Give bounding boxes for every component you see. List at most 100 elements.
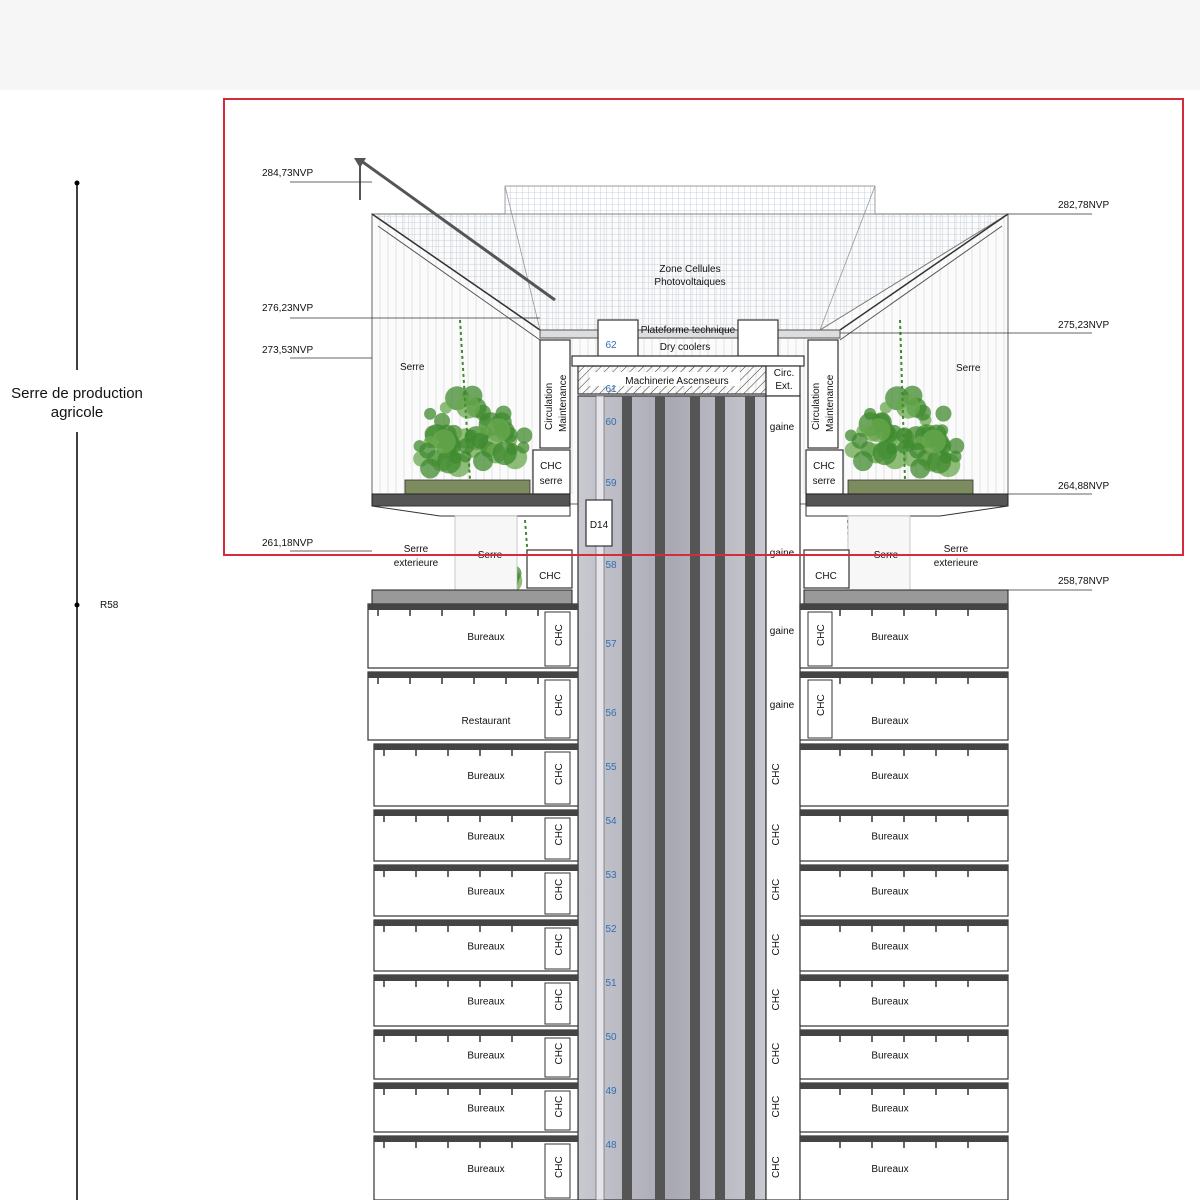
side-label-line2: agricole <box>51 404 104 421</box>
floor-53: CHC CHC Bureaux Bureaux <box>373 864 1009 917</box>
room-left-54: Bureaux <box>467 832 504 843</box>
pv-zone-label-1: Zone Cellules <box>659 264 720 275</box>
chc-left-53: CHC <box>554 879 565 901</box>
core-level-55: 55 <box>605 762 617 773</box>
maintenance-left: Maintenance <box>558 374 569 432</box>
room-left-52: Bureaux <box>467 942 504 953</box>
chc-right-48: CHC <box>771 1156 782 1178</box>
chc-right-52: CHC <box>771 934 782 956</box>
chc-left-52: CHC <box>554 934 565 956</box>
chc-right-54: CHC <box>771 824 782 846</box>
chc-right-56: CHC <box>816 694 827 716</box>
core-level-54: 54 <box>605 816 617 827</box>
room-left-50: Bureaux <box>467 1051 504 1062</box>
chc-right-55: CHC <box>771 763 782 785</box>
plateforme-label: Plateforme technique <box>641 325 736 336</box>
circulation-right: Circulation <box>811 383 822 430</box>
room-left-53: Bureaux <box>467 887 504 898</box>
chc-left-54: CHC <box>554 824 565 846</box>
plant-clump <box>464 412 533 472</box>
room-right-50: Bureaux <box>871 1051 908 1062</box>
vine <box>899 319 906 481</box>
core-level-62: 62 <box>605 340 617 351</box>
elevation-275: 275,23NVP <box>1058 320 1109 331</box>
room-right-49: Bureaux <box>871 1104 908 1115</box>
core-level-56: 56 <box>605 708 617 719</box>
serre-ext-right-2: exterieure <box>934 558 979 569</box>
room-right-57: Bureaux <box>871 632 908 643</box>
floor-48: CHC CHC Bureaux Bureaux <box>373 1135 1009 1200</box>
r58-label: R58 <box>100 600 119 611</box>
room-left-48: Bureaux <box>467 1164 504 1175</box>
side-label-line1: Serre de production <box>11 385 143 402</box>
floor-51: CHC CHC Bureaux Bureaux <box>373 974 1009 1027</box>
chc-left-57: CHC <box>554 624 565 646</box>
serre-ext-right-1: Serre <box>944 544 969 555</box>
plant-clump <box>903 424 965 479</box>
serre-left-label: Serre <box>400 362 425 373</box>
chc-right-51: CHC <box>771 989 782 1011</box>
serre-ext-left-1: Serre <box>404 544 429 555</box>
core-level-57: 57 <box>605 639 617 650</box>
chc-left-50: CHC <box>554 1043 565 1065</box>
elevation-markers <box>290 181 1092 591</box>
room-right-55: Bureaux <box>871 771 908 782</box>
dry-coolers-label: Dry coolers <box>660 342 711 353</box>
highlight-frame <box>223 98 1184 556</box>
chc-left-55: CHC <box>554 763 565 785</box>
room-right-56: Bureaux <box>871 716 908 727</box>
chc-right-57: CHC <box>816 624 827 646</box>
paper-edge <box>0 0 1200 90</box>
chc-left-48: CHC <box>554 1156 565 1178</box>
elevation-282: 282,78NVP <box>1058 200 1109 211</box>
room-right-54: Bureaux <box>871 832 908 843</box>
tower-core <box>577 395 801 1200</box>
elevation-276: 276,23NVP <box>262 303 313 314</box>
elevation-264: 264,88NVP <box>1058 481 1109 492</box>
chc-left-56: CHC <box>554 694 565 716</box>
chc-serre-left-1: CHC <box>540 461 562 472</box>
core-level-49: 49 <box>605 1086 617 1097</box>
chc-serre-left-2: serre <box>540 476 563 487</box>
core-level-59: 59 <box>605 478 617 489</box>
d14-label: D14 <box>590 520 609 531</box>
plant-clump <box>413 424 475 479</box>
gaine-label-1: gaine <box>770 422 795 433</box>
floor-54: CHC CHC Bureaux Bureaux <box>373 809 1009 862</box>
serre-ext-left-2: exterieure <box>394 558 439 569</box>
core-level-58: 58 <box>605 560 617 571</box>
chc-left-51: CHC <box>554 989 565 1011</box>
chc-lower-right: CHC <box>815 571 837 582</box>
serre-right-label: Serre <box>956 363 981 374</box>
room-right-51: Bureaux <box>871 997 908 1008</box>
core-level-48: 48 <box>605 1140 617 1151</box>
room-left-51: Bureaux <box>467 997 504 1008</box>
room-left-57: Bureaux <box>467 632 504 643</box>
core-level-53: 53 <box>605 870 617 881</box>
chc-lower-left: CHC <box>539 571 561 582</box>
chc-serre-right-1: CHC <box>813 461 835 472</box>
circ-ext-label-2: Ext. <box>775 381 792 392</box>
elevation-284: 284,73NVP <box>262 168 313 179</box>
core-level-50: 50 <box>605 1032 617 1043</box>
room-right-53: Bureaux <box>871 887 908 898</box>
gaine-label-2: gaine <box>770 548 795 559</box>
chc-right-53: CHC <box>771 879 782 901</box>
pv-zone-label-2: Photovoltaiques <box>654 277 725 288</box>
gaine-56: gaine <box>770 700 795 711</box>
core-level-52: 52 <box>605 924 617 935</box>
core-level-51: 51 <box>605 978 617 989</box>
chc-serre-right-2: serre <box>813 476 836 487</box>
core-level-61: 61 <box>605 384 617 395</box>
greenhouse-crown <box>354 158 1010 517</box>
circ-ext-label-1: Circ. <box>774 368 795 379</box>
room-right-48: Bureaux <box>871 1164 908 1175</box>
